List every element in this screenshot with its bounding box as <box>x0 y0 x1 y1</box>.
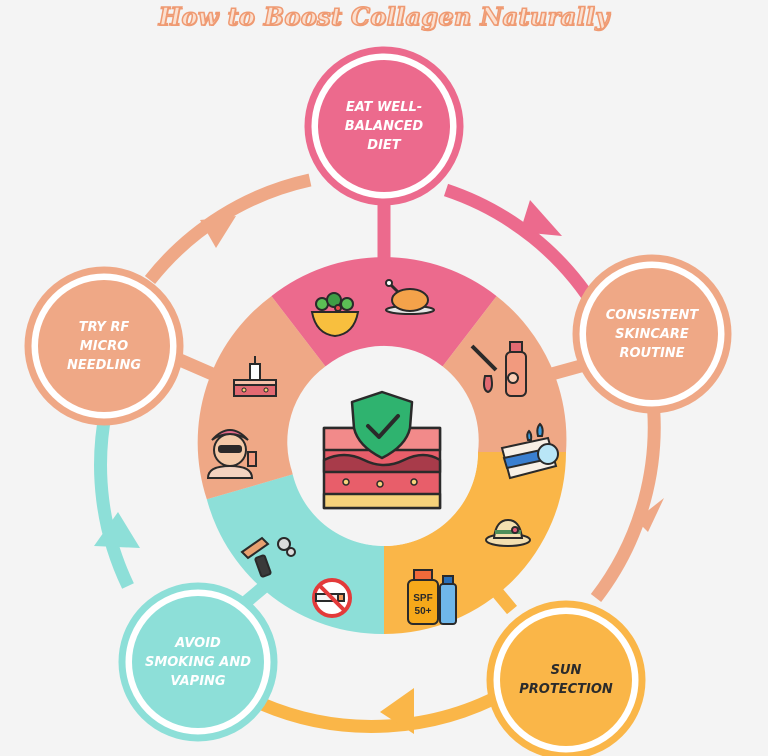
donut-segment-diet <box>271 257 497 367</box>
skin-layers-shield-check-icon <box>322 390 442 510</box>
arrowhead-rf-to-diet <box>200 216 236 248</box>
ring-arc-rf-to-diet <box>144 173 312 285</box>
microneedling-skin-icon <box>233 356 277 397</box>
arrowhead-diet-to-skincare <box>520 200 562 236</box>
no-smoking-icon <box>312 578 352 618</box>
arrowhead-smoking-to-rf <box>94 512 140 548</box>
ring-arc-sun-to-smoking <box>259 684 514 733</box>
face-treatment-icon <box>206 429 257 479</box>
node-skincare <box>572 254 732 414</box>
sunscreen-spf-icon: SPF 50+ <box>407 569 457 625</box>
page-title: How to Boost Collagen Naturally <box>158 1 610 32</box>
node-smoking <box>118 582 278 742</box>
arrowhead-skincare-to-sun <box>636 498 664 532</box>
donut-segment-skincare <box>442 296 567 452</box>
moisturizer-cream-icon <box>500 422 559 480</box>
serum-dropper-icon <box>470 341 527 397</box>
node-sun <box>486 600 646 756</box>
ring-arc-diet-to-skincare <box>443 183 604 316</box>
cycle-arrowheads <box>94 200 664 734</box>
pipe-vape-icon <box>240 536 296 578</box>
arrowhead-sun-to-smoking <box>380 688 414 734</box>
ring-arc-smoking-to-rf <box>94 408 134 589</box>
node-rf <box>24 266 184 426</box>
node-diet <box>304 46 464 206</box>
spf-value: 50+ <box>415 606 432 617</box>
outer-cycle-ring <box>94 173 661 733</box>
salad-bowl-icon <box>310 292 360 338</box>
ring-arc-skincare-to-sun <box>590 391 661 602</box>
sun-hat-icon <box>485 518 531 547</box>
roast-chicken-icon <box>385 279 435 315</box>
spf-label: SPF <box>413 593 432 604</box>
